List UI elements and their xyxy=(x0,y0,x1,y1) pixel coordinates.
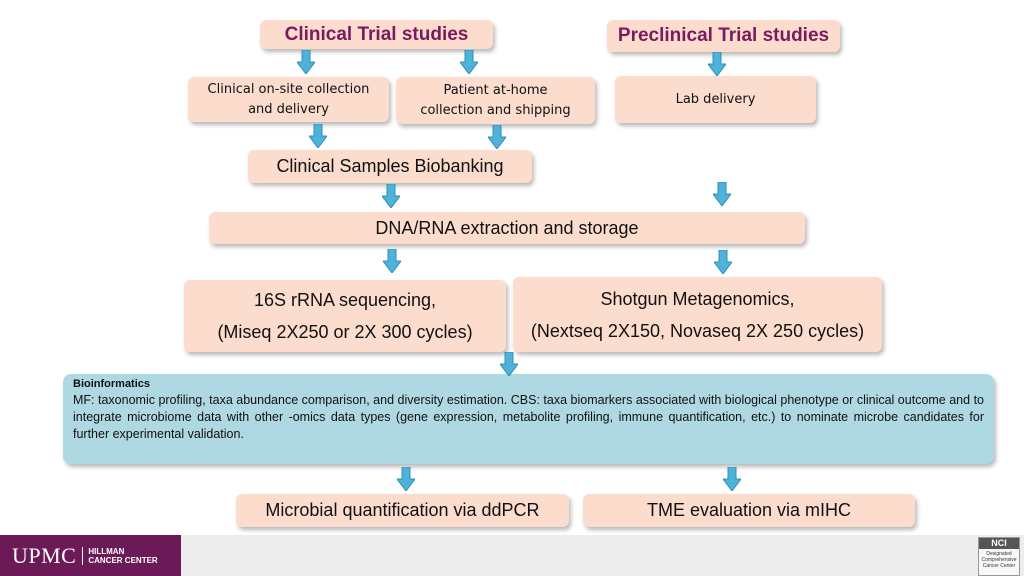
lab-delivery-label: Lab delivery xyxy=(675,91,756,107)
arrow-down-icon xyxy=(488,125,506,149)
arrow-down-icon xyxy=(723,467,741,491)
athome-line-1: Patient at-home xyxy=(443,82,548,98)
arrow-down-icon xyxy=(383,249,401,273)
nci-badge: NCI Designated Comprehensive Cancer Cent… xyxy=(978,537,1020,576)
arrow-down-icon xyxy=(713,182,731,206)
shotgun-line-1: Shotgun Metagenomics, xyxy=(600,288,795,309)
bioinformatics-title: Bioinformatics xyxy=(73,378,151,390)
extraction-box: DNA/RNA extraction and storage xyxy=(209,212,805,244)
nci-sub-2: Comprehensive xyxy=(981,557,1017,563)
athome-collection-box: Patient at-home collection and shipping xyxy=(396,77,595,124)
shotgun-line-2: (Nextseq 2X150, Novaseq 2X 250 cycles) xyxy=(530,320,865,341)
nci-sub-1: Designated xyxy=(986,551,1012,557)
nci-label: NCI xyxy=(979,538,1019,549)
biobanking-box: Clinical Samples Biobanking xyxy=(248,150,532,183)
tme-box: TME evaluation via mIHC xyxy=(583,494,915,527)
arrow-down-icon xyxy=(714,250,732,274)
arrow-down-icon xyxy=(397,467,415,491)
arrow-down-icon xyxy=(460,50,478,74)
preclinical-trial-header: Preclinical Trial studies xyxy=(607,20,840,52)
sequencing-16s-line-2: (Miseq 2X250 or 2X 300 cycles) xyxy=(217,322,473,342)
bioinformatics-text: MF: taxonomic profiling, taxa abundance … xyxy=(73,393,984,441)
arrow-down-icon xyxy=(382,184,400,208)
arrow-down-icon xyxy=(309,124,327,148)
lab-delivery-box: Lab delivery xyxy=(615,76,816,123)
onsite-line-2: and delivery xyxy=(248,101,329,117)
hillman-line-1: HILLMAN xyxy=(88,546,125,556)
onsite-collection-box: Clinical on-site collection and delivery xyxy=(188,77,389,122)
upmc-logo: UPMC HILLMAN CANCER CENTER xyxy=(0,535,181,576)
onsite-line-1: Clinical on-site collection xyxy=(207,81,370,97)
hillman-line-2: CANCER CENTER xyxy=(88,555,158,565)
upmc-wordmark: UPMC xyxy=(12,542,77,568)
ddpcr-box: Microbial quantification via ddPCR xyxy=(236,494,569,527)
sequencing-16s-box: 16S rRNA sequencing, (Miseq 2X250 or 2X … xyxy=(184,280,506,352)
hillman-wordmark: HILLMAN CANCER CENTER xyxy=(82,546,158,565)
arrow-down-icon xyxy=(297,50,315,74)
sequencing-16s-line-1: 16S rRNA sequencing, xyxy=(253,290,437,310)
nci-designation: Designated Comprehensive Cancer Center xyxy=(979,551,1019,569)
nci-sub-3: Cancer Center xyxy=(982,563,1016,569)
shotgun-box: Shotgun Metagenomics, (Nextseq 2X150, No… xyxy=(513,277,882,352)
arrow-down-icon xyxy=(708,52,726,76)
arrow-down-icon xyxy=(500,352,518,376)
clinical-trial-header: Clinical Trial studies xyxy=(260,20,493,49)
athome-line-2: collection and shipping xyxy=(420,102,571,118)
bioinformatics-box: Bioinformatics MF: taxonomic profiling, … xyxy=(63,374,994,464)
